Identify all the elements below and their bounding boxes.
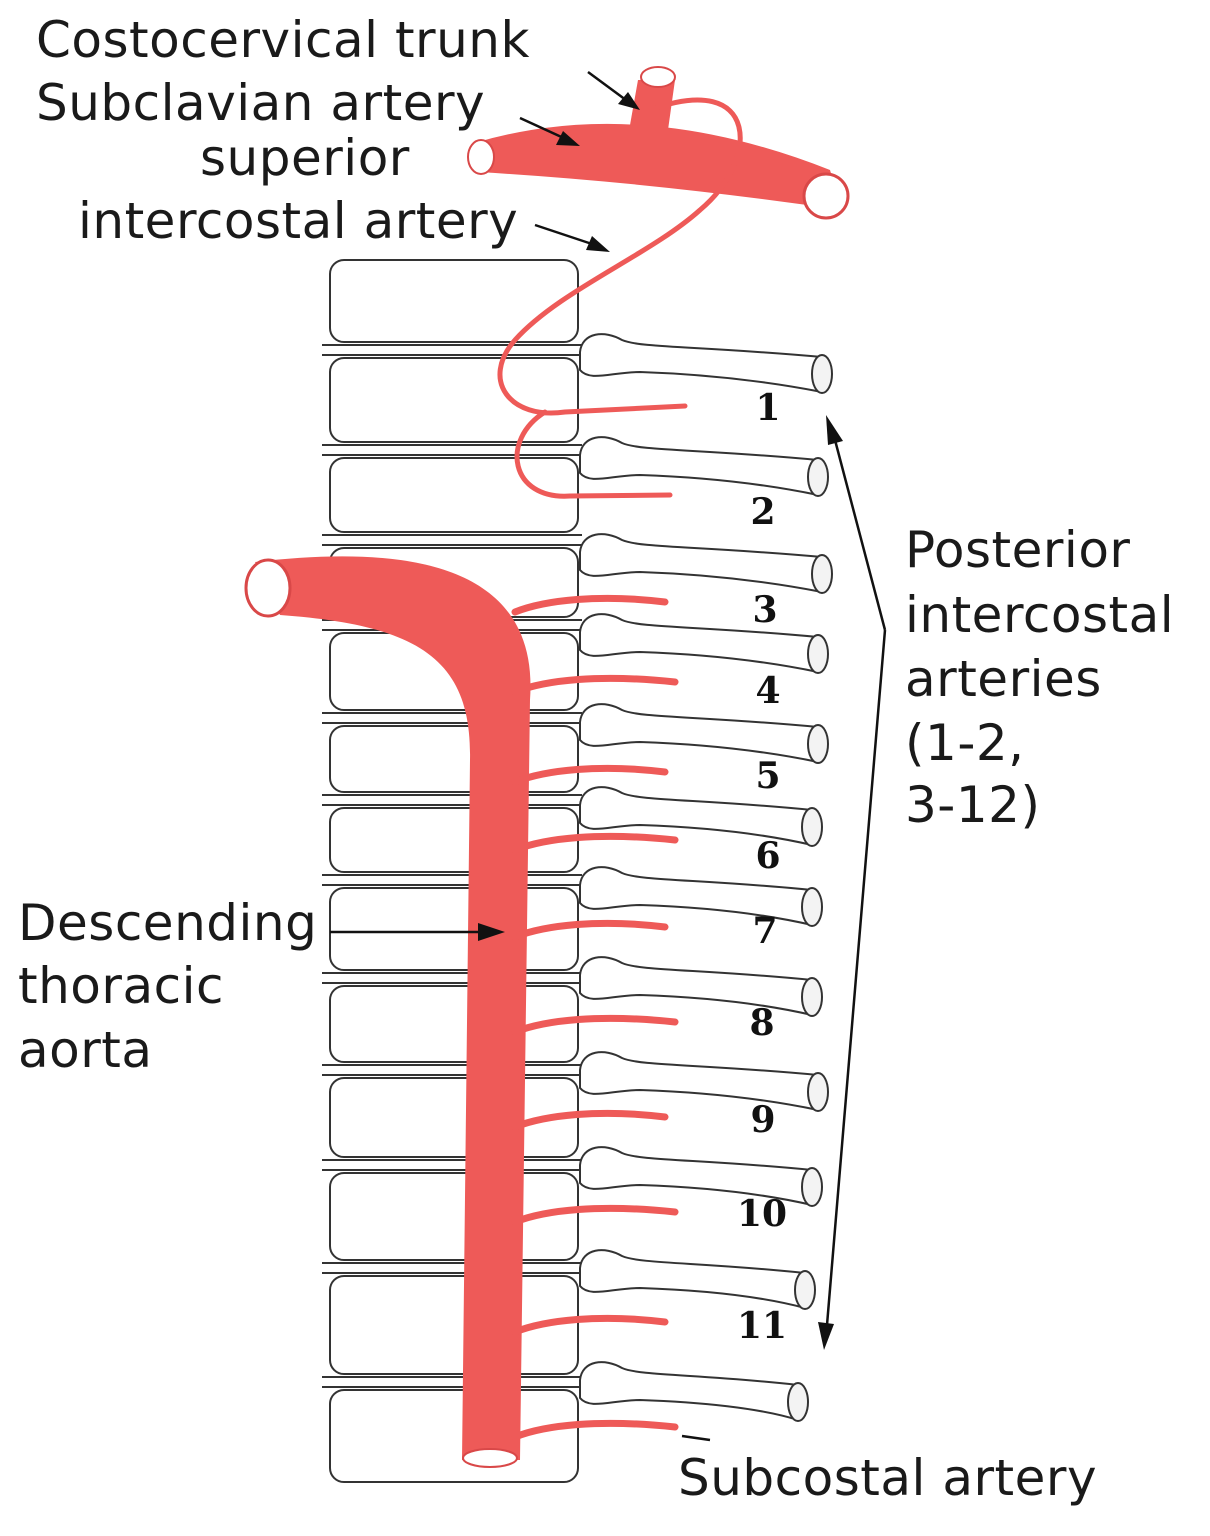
posterior-intercostal-artery: [511, 1014, 679, 1036]
rib: [579, 1249, 816, 1310]
vertebral-body: [329, 1389, 579, 1483]
intervertebral-disc: [322, 794, 582, 806]
label-posterior-line4: (1-2,: [905, 714, 1025, 772]
rib: [579, 333, 833, 394]
posterior-intercostal-artery: [511, 1204, 679, 1226]
costocervical-trunk: [630, 66, 676, 130]
rib: [579, 703, 829, 764]
rib-number: 1: [755, 387, 780, 429]
intervertebral-disc: [322, 534, 582, 546]
rib-cut-end: [807, 724, 829, 764]
label-posterior-line2: intercostal: [905, 586, 1174, 644]
subclavian-lumen-right: [802, 172, 850, 220]
rib-number: 6: [755, 835, 780, 877]
label-descending-line1: Descending: [18, 894, 317, 952]
rib: [579, 533, 833, 594]
rib-cut-end: [807, 634, 829, 674]
label-costocervical-trunk: Costocervical trunk: [36, 11, 530, 69]
rib: [579, 786, 823, 847]
labels: Costocervical trunk Subclavian artery su…: [18, 11, 1174, 1507]
rib: [579, 436, 829, 497]
aorta-lumen-bottom: [462, 1448, 518, 1468]
rib-cut-end: [801, 977, 823, 1017]
rib: [579, 866, 823, 927]
rib-cut-end: [787, 1382, 809, 1422]
rib-number: 3: [752, 589, 777, 631]
rib-cut-end: [801, 887, 823, 927]
posterior-intercostal-artery: [511, 832, 679, 854]
posterior-intercostal-artery: [511, 674, 679, 696]
intervertebral-disc: [322, 444, 582, 456]
ribs: [579, 333, 833, 1422]
vertebral-body: [329, 259, 579, 343]
rib-number: 2: [750, 491, 775, 533]
label-subcostal-artery: Subcostal artery: [678, 1449, 1097, 1507]
posterior-intercostal-artery: [511, 1109, 669, 1131]
posterior-intercostal-artery: [511, 764, 669, 786]
intervertebral-disc: [322, 972, 582, 984]
label-posterior-line5: 3-12): [905, 776, 1040, 834]
rib-number: 8: [749, 1002, 774, 1044]
vertebral-body: [329, 357, 579, 443]
subcostal-artery: [511, 1419, 679, 1441]
vertebral-column: [322, 259, 582, 1483]
posterior-intercostal-artery: [511, 919, 669, 941]
rib-number: 9: [750, 1099, 775, 1141]
subclavian-lumen-left: [467, 139, 495, 175]
descending-thoracic-aorta: [244, 556, 531, 1468]
rib-cut-end: [807, 1072, 829, 1112]
rib-number: 5: [755, 755, 780, 797]
intervertebral-disc: [322, 1159, 582, 1171]
intervertebral-disc: [322, 1376, 582, 1388]
label-posterior-line3: arteries: [905, 650, 1102, 708]
rib-cut-end: [811, 554, 833, 594]
leader-lines: [330, 70, 887, 1442]
vertebral-body: [329, 725, 579, 793]
posterior-intercostal-artery: [511, 594, 669, 616]
subclavian-artery: [467, 123, 850, 220]
rib-cut-end: [811, 354, 833, 394]
rib: [579, 1146, 823, 1207]
rib-number: 4: [755, 670, 780, 712]
posterior-intercostal-branches: [511, 594, 679, 1441]
label-posterior-line1: Posterior: [905, 521, 1130, 579]
intervertebral-disc: [322, 712, 582, 724]
label-subclavian-artery: Subclavian artery: [36, 74, 485, 132]
intervertebral-disc: [322, 344, 582, 356]
label-descending-line2: thoracic: [18, 957, 224, 1015]
rib-number: 10: [737, 1193, 787, 1235]
label-descending-line3: aorta: [18, 1021, 153, 1079]
posterior-intercostal-artery: [511, 1314, 669, 1336]
rib-number: 7: [752, 910, 777, 952]
rib: [579, 1051, 829, 1112]
rib-cut-end: [801, 807, 823, 847]
intervertebral-disc: [322, 1262, 582, 1274]
intervertebral-disc: [322, 1064, 582, 1076]
label-superior-intercostal-line2: intercostal artery: [78, 192, 518, 250]
rib-cut-end: [801, 1167, 823, 1207]
rib-cut-end: [794, 1270, 816, 1310]
intervertebral-disc: [322, 874, 582, 886]
superior-intercostal-artery: [497, 97, 743, 499]
rib-numbers: 1 2 3 4 5 6 7 8 9 10 11: [737, 387, 787, 1347]
costocervical-lumen: [640, 66, 676, 88]
vertebral-body: [329, 457, 579, 533]
rib: [579, 1361, 809, 1422]
rib-cut-end: [807, 457, 829, 497]
rib: [579, 956, 823, 1017]
rib: [579, 613, 829, 674]
rib-number: 11: [737, 1305, 787, 1347]
aorta-lumen-top: [244, 558, 292, 618]
label-superior-intercostal-line1: superior: [200, 129, 410, 187]
